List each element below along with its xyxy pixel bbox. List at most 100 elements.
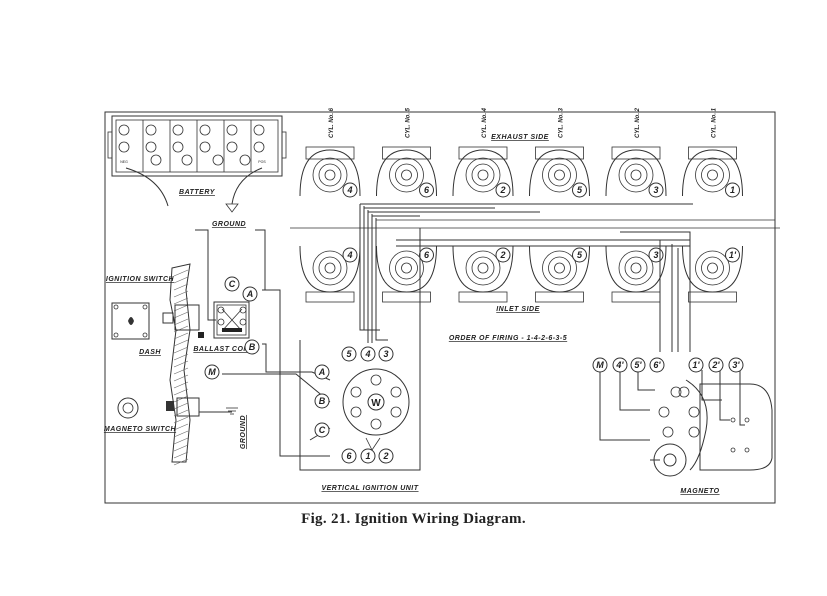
magneto-terminal-label: 4' xyxy=(615,360,624,370)
magneto-post-icon xyxy=(662,426,674,438)
exhaust-side-label: EXHAUST SIDE xyxy=(491,134,549,141)
ignition-switch-label: IGNITION SWITCH xyxy=(106,276,175,283)
dash-label: DASH xyxy=(139,349,161,356)
magneto-post-icon xyxy=(670,386,682,398)
magneto-terminal-label: 2' xyxy=(711,360,720,370)
unit-terminal-1-label: 1 xyxy=(365,451,370,461)
magneto-terminal-label: 3' xyxy=(732,360,740,370)
cylinder-1: CYL. No. 1 1 1' xyxy=(682,107,743,303)
unit-terminal-A: A xyxy=(314,364,330,380)
battery-post-icon xyxy=(118,124,130,136)
battery-post-icon xyxy=(199,141,211,153)
coil-terminal-b: B xyxy=(244,339,260,355)
unit-terminal-4-label: 4 xyxy=(364,349,370,359)
inlet-plug-terminal: 1' xyxy=(725,247,740,263)
cylinder-6: CYL. No. 644 xyxy=(299,107,361,303)
battery-post-icon xyxy=(172,124,184,136)
exhaust-plug-terminal-label: 2 xyxy=(499,185,505,195)
ballast-coil xyxy=(213,301,250,339)
battery-label: BATTERY xyxy=(179,189,216,196)
unit-terminal-6: 6 xyxy=(341,448,357,464)
spark-plug-icon xyxy=(630,169,642,181)
spark-plug-icon xyxy=(324,169,336,181)
spark-plug-icon xyxy=(401,169,412,181)
unit-terminal-2: 2 xyxy=(378,448,394,464)
ballast-coil-label: BALLAST COIL xyxy=(193,346,250,353)
exhaust-plug-terminal: 2 xyxy=(495,182,511,198)
magneto-switch-label: MAGNETO SWITCH xyxy=(104,426,177,433)
battery-post-icon xyxy=(226,141,238,153)
cylinder-label: CYL. No. 2 xyxy=(635,107,641,138)
spark-plug-icon xyxy=(477,169,489,181)
magneto-terminal: M xyxy=(592,357,608,373)
spark-plug-icon xyxy=(707,169,718,181)
spark-plug-icon xyxy=(324,262,336,274)
inlet-plug-terminal-label: 4 xyxy=(346,250,352,260)
spark-plug-icon xyxy=(630,262,642,274)
battery-pos-label: POS xyxy=(258,160,266,164)
unit-terminal-6-label: 6 xyxy=(346,451,352,461)
ground-switch-label: GROUND xyxy=(240,415,247,449)
magneto-post-icon xyxy=(688,426,700,438)
magneto-label: MAGNETO xyxy=(680,488,719,495)
distributor-socket-icon xyxy=(390,406,402,418)
battery-post-icon xyxy=(226,124,238,136)
exhaust-plug-terminal-label: 3 xyxy=(653,185,658,195)
magneto-terminal: 5' xyxy=(630,357,646,373)
unit-terminal-3-label: 3 xyxy=(383,349,388,359)
inlet-plug-terminal: 5 xyxy=(572,247,587,263)
exhaust-plug-terminal: 5 xyxy=(572,182,587,198)
exhaust-plug-terminal: 1 xyxy=(725,182,740,198)
spark-plug-icon xyxy=(477,262,489,274)
unit-terminal-A-label: A xyxy=(318,367,326,377)
inlet-plug-terminal: 6 xyxy=(419,247,434,263)
unit-terminal-4: 4 xyxy=(360,346,376,362)
unit-terminal-C-label: C xyxy=(319,425,326,435)
magneto xyxy=(650,379,773,477)
vertical-ignition-unit-label: VERTICAL IGNITION UNIT xyxy=(321,485,418,492)
distributor-socket-icon xyxy=(350,406,362,418)
exhaust-plug-terminal: 4 xyxy=(342,182,358,198)
inlet-plug-terminal: 4 xyxy=(342,247,358,263)
ground-battery-label: GROUND xyxy=(212,221,246,228)
battery-post-icon xyxy=(150,154,162,166)
cylinder-label: CYL. No. 1 xyxy=(712,107,718,138)
magneto-switch[interactable] xyxy=(117,397,238,419)
unit-terminal-5-label: 5 xyxy=(346,349,352,359)
unit-terminal-B-label: B xyxy=(319,396,326,406)
switch-terminal-m-label: M xyxy=(208,367,216,377)
unit-terminal-2-label: 2 xyxy=(382,451,388,461)
battery-post-icon xyxy=(253,124,265,136)
exhaust-plug-terminal-label: 1 xyxy=(730,185,735,195)
distributor-socket-icon xyxy=(350,386,362,398)
coil-terminal-a: A xyxy=(242,286,258,302)
inlet-plug-terminal-label: 3 xyxy=(653,250,658,260)
exhaust-plug-terminal-label: 6 xyxy=(424,185,430,195)
battery: NEG POS xyxy=(107,115,287,213)
battery-post-icon xyxy=(118,141,130,153)
exhaust-plug-terminal-label: 4 xyxy=(346,185,352,195)
distributor-socket-icon xyxy=(390,386,402,398)
ignition-switch[interactable] xyxy=(111,302,204,340)
cylinder-label: CYL. No. 3 xyxy=(559,107,565,138)
unit-terminal-1: 1 xyxy=(360,448,376,464)
cylinder-label: CYL. No. 4 xyxy=(482,107,488,138)
diagram-frame xyxy=(104,111,776,504)
magneto-terminal-label: M xyxy=(596,360,604,370)
unit-terminal-3: 3 xyxy=(378,346,394,362)
coil-terminal-a-label: A xyxy=(246,289,254,299)
unit-terminal-C: C xyxy=(314,422,330,438)
coil-terminal-c-label: C xyxy=(229,279,236,289)
magneto-terminal: 3' xyxy=(728,357,744,373)
magneto-terminal: 1' xyxy=(688,357,704,373)
inlet-plug-terminal-label: 2 xyxy=(499,250,505,260)
battery-post-icon xyxy=(145,141,157,153)
cylinder-3: CYL. No. 3 5 5 xyxy=(529,107,590,303)
distributor-socket-icon xyxy=(370,374,382,386)
unit-terminal-5: 5 xyxy=(341,346,357,362)
battery-post-icon xyxy=(181,154,193,166)
inlet-plug-terminal-label: 1' xyxy=(729,250,737,260)
spark-plug-icon xyxy=(554,169,565,181)
